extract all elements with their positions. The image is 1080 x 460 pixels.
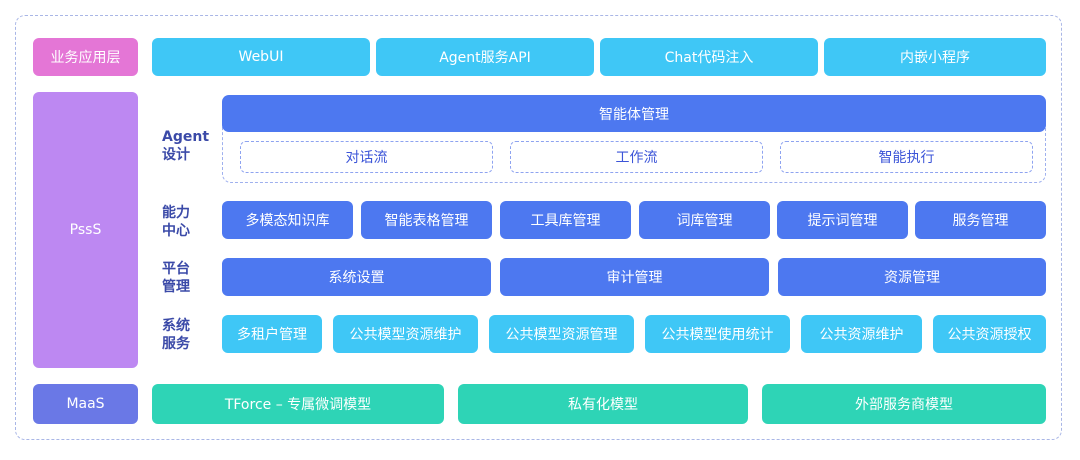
system-item-label: 公共模型使用统计: [661, 327, 774, 343]
system-item: 多租户管理: [222, 315, 322, 353]
agent-item-label: 对话流: [345, 150, 388, 166]
capability-item: 智能表格管理: [361, 201, 492, 239]
system-item-label: 公共模型资源管理: [505, 327, 618, 343]
layer-maas: MaaS: [33, 384, 138, 424]
app-item-label: 内嵌小程序: [900, 50, 970, 66]
capability-label-line2: 中心: [162, 223, 190, 239]
capability-item-label: 工具库管理: [530, 213, 601, 229]
maas-item-label: 外部服务商模型: [855, 397, 953, 413]
platform-item-label: 审计管理: [606, 270, 663, 286]
capability-item: 提示词管理: [777, 201, 908, 239]
platform-item-resource: 资源管理: [778, 258, 1046, 296]
system-item-label: 公共资源授权: [947, 327, 1032, 343]
layer-paas-label: PssS: [69, 222, 102, 238]
maas-item-label: TForce – 专属微调模型: [224, 397, 372, 413]
system-item-label: 多租户管理: [237, 327, 307, 343]
agent-item-smart-exec: 智能执行: [780, 141, 1033, 173]
capability-item-label: 提示词管理: [807, 213, 878, 229]
system-item-label: 公共资源维护: [819, 327, 904, 343]
maas-item-private: 私有化模型: [458, 384, 748, 424]
capability-item-label: 智能表格管理: [384, 213, 469, 229]
system-item-label: 公共模型资源维护: [349, 327, 462, 343]
platform-item-label: 资源管理: [884, 270, 940, 286]
app-item-label: Agent服务API: [439, 50, 531, 66]
app-item-label: Chat代码注入: [664, 50, 754, 66]
layer-app-label: 业务应用层: [50, 50, 121, 66]
system-item: 公共资源授权: [933, 315, 1046, 353]
maas-item-tforce: TForce – 专属微调模型: [152, 384, 444, 424]
layer-app: 业务应用层: [33, 38, 138, 76]
capability-item-label: 服务管理: [952, 213, 1009, 229]
capability-item-label: 词库管理: [676, 213, 733, 229]
maas-item-external: 外部服务商模型: [762, 384, 1046, 424]
capability-item: 词库管理: [639, 201, 770, 239]
capability-row-label: 能力 中心: [162, 204, 190, 240]
capability-item-label: 多模态知识库: [245, 213, 330, 229]
capability-item: 服务管理: [915, 201, 1046, 239]
system-item: 公共模型资源管理: [489, 315, 634, 353]
layer-maas-label: MaaS: [66, 396, 105, 412]
app-item-mini-program: 内嵌小程序: [824, 38, 1046, 76]
system-row-label: 系统 服务: [162, 317, 190, 353]
system-item: 公共模型使用统计: [645, 315, 790, 353]
system-item: 公共资源维护: [801, 315, 922, 353]
agent-row-label: Agent 设计: [162, 128, 209, 164]
agent-label-line2: 设计: [162, 147, 190, 163]
system-label-line1: 系统: [162, 318, 190, 334]
system-label-line2: 服务: [162, 336, 190, 352]
system-item: 公共模型资源维护: [333, 315, 478, 353]
agent-header-label: 智能体管理: [599, 106, 669, 123]
agent-item-label: 智能执行: [878, 150, 935, 166]
platform-label-line2: 管理: [162, 279, 190, 295]
platform-item-label: 系统设置: [328, 270, 385, 286]
capability-label-line1: 能力: [162, 205, 190, 221]
app-item-label: WebUI: [238, 49, 284, 65]
app-item-chat-inject: Chat代码注入: [600, 38, 818, 76]
layer-paas: PssS: [33, 92, 138, 368]
capability-item: 工具库管理: [500, 201, 631, 239]
maas-item-label: 私有化模型: [568, 397, 638, 413]
agent-item-label: 工作流: [615, 150, 658, 166]
platform-item-system-settings: 系统设置: [222, 258, 491, 296]
architecture-frame: [15, 15, 1062, 440]
platform-item-audit: 审计管理: [500, 258, 769, 296]
agent-label-line1: Agent: [162, 129, 210, 145]
app-item-agent-api: Agent服务API: [376, 38, 594, 76]
platform-row-label: 平台 管理: [162, 260, 190, 296]
platform-label-line1: 平台: [162, 261, 190, 277]
agent-item-dialog-flow: 对话流: [240, 141, 493, 173]
app-item-webui: WebUI: [152, 38, 370, 76]
agent-item-workflow: 工作流: [510, 141, 763, 173]
capability-item: 多模态知识库: [222, 201, 353, 239]
agent-header: 智能体管理: [222, 95, 1046, 132]
